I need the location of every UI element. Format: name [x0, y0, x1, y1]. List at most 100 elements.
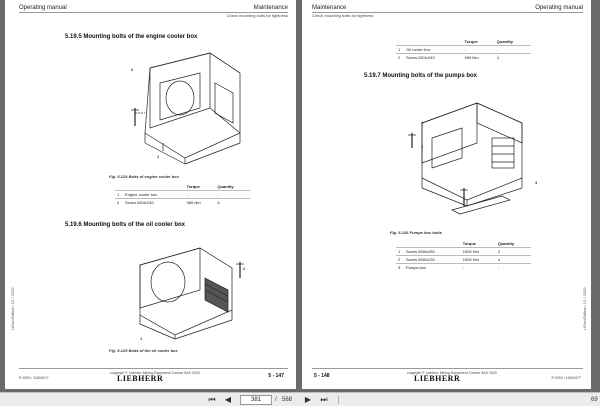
fig2-callout-1: 1: [140, 336, 143, 341]
footer-copyright: copyright © Liebherr-Mining Equipment Co…: [110, 371, 200, 375]
toolbar-divider: [338, 396, 339, 404]
table-header-cell: [396, 240, 404, 248]
table-header-cell: Quantity: [496, 39, 513, 44]
next-page-icon[interactable]: ▶: [304, 395, 312, 404]
table-cell: Pumps box: [404, 263, 461, 271]
table-cell: 1928 Nm: [460, 255, 496, 264]
table-cell: -: [495, 263, 531, 271]
table-cell: -: [184, 190, 216, 199]
zoom-level[interactable]: 69: [591, 397, 598, 403]
first-page-icon[interactable]: ⏮: [208, 395, 216, 404]
header-rule: [312, 12, 583, 13]
side-edition-text: LiDoc/Edition: 12 / 2020: [582, 287, 587, 330]
table-cell: Screw M24x240: [404, 53, 463, 61]
page-right: Maintenance Operating manual Check mount…: [302, 0, 591, 389]
header-rule: [19, 12, 288, 13]
footer-rule: [312, 368, 583, 369]
table-cell: 965 Nm: [462, 53, 495, 61]
last-page-icon[interactable]: ⏭: [320, 395, 328, 404]
fig1-caption: Fig. 5-124 Bolts of engine cooler box: [109, 174, 179, 179]
parts-table-oil-cooler: Torque Quantity 1 Oil cooler box - - 2 S…: [396, 38, 531, 61]
footer-copyright: copyright © Liebherr-Mining Equipment Co…: [407, 371, 497, 375]
table-cell: 1: [115, 190, 123, 199]
table-header-cell: [115, 183, 123, 191]
table-cell: 1928 Nm: [460, 247, 496, 256]
table-cell: 1: [396, 247, 404, 256]
table-row: 3 Pumps box - -: [396, 263, 531, 271]
footer-doc-number: R 9200 / 11600477: [19, 376, 49, 380]
table-cell: Engine cooler box: [123, 190, 185, 199]
section-title-oil-cooler: 5.19.6 Mounting bolts of the oil cooler …: [65, 222, 186, 228]
figure-pumps-box: [408, 102, 523, 215]
footer-doc-number: R 9200 / 11600477: [551, 376, 581, 380]
table-cell: 2: [495, 247, 531, 256]
section-title-engine-cooler: 5.19.5 Mounting bolts of the engine cool…: [65, 34, 198, 40]
table-cell: Oil cooler box: [404, 45, 463, 54]
section-title-pumps-box: 5.19.7 Mounting bolts of the pumps box: [364, 73, 478, 79]
table-cell: -: [462, 45, 495, 54]
table-header-cell: Torque: [464, 39, 478, 44]
prev-page-icon[interactable]: ◀: [224, 395, 232, 404]
viewer-toolbar: ⏮ ◀ 381 / 568 ▶ ⏭ 69: [0, 392, 600, 406]
page-left: Operating manual Maintenance Check mount…: [5, 0, 296, 389]
total-pages: 568: [282, 397, 293, 403]
table-header-cell: [396, 38, 404, 46]
table-header-cell: [404, 240, 461, 248]
table-cell: -: [460, 263, 496, 271]
table-cell: 4: [215, 198, 250, 206]
document-viewer[interactable]: Operating manual Maintenance Check mount…: [0, 0, 600, 392]
table-header-row: Torque Quantity: [396, 240, 531, 248]
fig2-callout-2: 2: [243, 266, 246, 271]
table-cell: Screw M24x240: [123, 198, 185, 206]
liebherr-logo: LIEBHERR: [414, 374, 461, 383]
table-header-cell: [404, 38, 463, 46]
table-cell: 965 Nm: [184, 198, 216, 206]
side-edition-text: LiDoc/Edition: 12 / 2020: [10, 287, 15, 330]
fig3-callout-1: 1: [421, 120, 424, 125]
table-header-cell: [123, 183, 185, 191]
page-header-subtitle: Check mounting bolts for tightness: [312, 13, 374, 18]
table-header-cell: Quantity: [217, 184, 234, 189]
table-row: 1 Engine cooler box - -: [115, 190, 250, 199]
fig1-callout-2: 2: [131, 67, 134, 72]
page-header-left: Maintenance: [312, 5, 347, 11]
figure-oil-cooler-box: [139, 247, 244, 340]
footer-rule: [19, 368, 288, 369]
table-header-row: Torque Quantity: [396, 38, 531, 46]
table-row: 1 Oil cooler box - -: [396, 45, 531, 54]
table-header-row: Torque Quantity: [115, 183, 250, 191]
table-cell: 3: [396, 263, 404, 271]
page-header-right: Maintenance: [253, 5, 288, 11]
table-header-cell: Torque: [186, 184, 200, 189]
table-cell: 1: [396, 45, 404, 54]
table-header-cell: Torque: [462, 241, 476, 246]
table-cell: Screw M30x230: [404, 255, 461, 264]
parts-table-pumps-box: Torque Quantity 1 Screw M30x250 1928 Nm …: [396, 240, 531, 271]
page-header-subtitle: Check mounting bolts for tightness: [226, 13, 288, 18]
table-cell: -: [215, 190, 250, 199]
page-header-left: Operating manual: [19, 5, 67, 11]
table-row: 2 Screw M30x230 1928 Nm 4: [396, 255, 531, 264]
table-cell: Screw M30x250: [404, 247, 461, 256]
fig2-caption: Fig. 5-125 Bolts of the oil cooler box: [109, 348, 178, 353]
liebherr-logo: LIEBHERR: [117, 374, 164, 383]
table-cell: 2: [396, 255, 404, 264]
page-separator: /: [275, 397, 277, 403]
figure-engine-cooler-box: [131, 52, 241, 165]
fig3-callout-3: 3: [535, 180, 538, 185]
page-number: 5 - 147: [268, 373, 284, 379]
parts-table-engine-cooler: Torque Quantity 1 Engine cooler box - - …: [115, 183, 250, 206]
fig3-callout-2: 2: [421, 144, 424, 149]
table-row: 1 Screw M30x250 1928 Nm 2: [396, 247, 531, 256]
table-header-cell: Quantity: [497, 241, 515, 246]
table-cell: -: [494, 45, 531, 54]
table-cell: 4: [495, 255, 531, 264]
fig3-caption: Fig. 5-126 Pumps box bolts: [390, 230, 442, 235]
page-number-input[interactable]: 381: [240, 395, 272, 405]
table-cell: 2: [115, 198, 123, 206]
fig1-callout-1: 1: [157, 154, 160, 159]
table-cell: 2: [396, 53, 404, 61]
page-number: 5 - 148: [314, 373, 330, 379]
table-cell: 4: [494, 53, 531, 61]
page-header-right: Operating manual: [535, 5, 583, 11]
